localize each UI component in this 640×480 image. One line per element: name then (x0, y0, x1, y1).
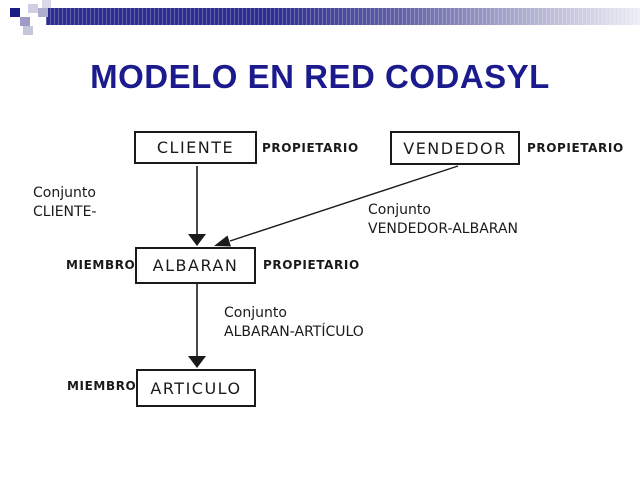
set-label-line1: Conjunto (224, 305, 287, 321)
deco-square (28, 4, 38, 13)
set-label-vendedor-albaran: Conjunto VENDEDOR-ALBARAN (368, 201, 518, 239)
arrow-cliente-albaran-head (188, 234, 206, 246)
entity-box-albaran: ALBARAN (135, 247, 256, 284)
set-label-line1: Conjunto (368, 202, 431, 218)
deco-square (42, 0, 51, 8)
set-label-cliente-albaran: Conjunto CLIENTE- (33, 184, 96, 222)
set-label-line2: VENDEDOR-ALBARAN (368, 221, 518, 237)
role-label-albaran-miembro: MIEMBRO (66, 258, 136, 272)
role-label-vendedor-propietario: PROPIETARIO (527, 141, 624, 155)
role-label-cliente-propietario: PROPIETARIO (262, 141, 359, 155)
role-label-albaran-propietario: PROPIETARIO (263, 258, 360, 272)
slide-title: MODELO EN RED CODASYL (90, 58, 550, 95)
deco-square (20, 17, 30, 26)
arrow-vendedor-albaran-head (214, 235, 231, 247)
entity-box-articulo: ARTICULO (136, 369, 256, 407)
entity-box-cliente: CLIENTE (134, 131, 257, 164)
entity-box-vendedor: VENDEDOR (390, 131, 520, 165)
deco-square (38, 8, 48, 17)
deco-square-dark (10, 8, 20, 17)
deco-square (23, 26, 33, 35)
role-label-articulo-miembro: MIEMBRO (67, 379, 137, 393)
set-label-line1: Conjunto (33, 185, 96, 201)
set-label-albaran-articulo: Conjunto ALBARAN-ARTÍCULO (224, 304, 364, 342)
set-label-line2: CLIENTE- (33, 204, 97, 220)
arrow-albaran-articulo-head (188, 356, 206, 368)
set-label-line2: ALBARAN-ARTÍCULO (224, 324, 364, 340)
header-gradient-bar (46, 8, 640, 25)
